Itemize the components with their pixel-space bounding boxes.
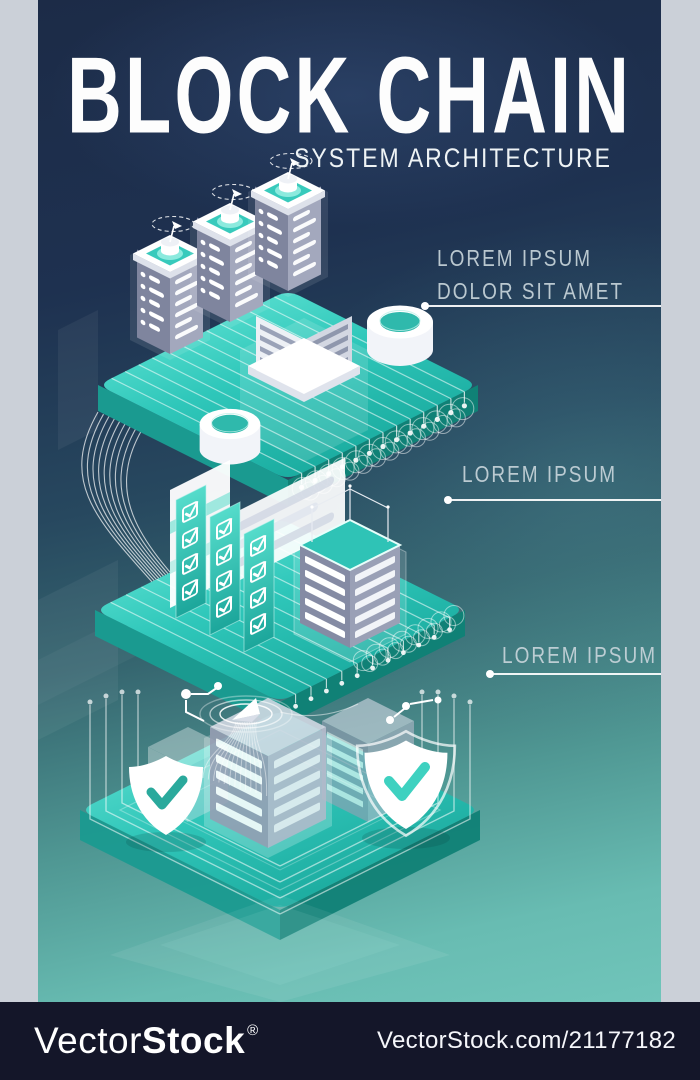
page-margin-left: [0, 0, 38, 1002]
poster-title: BLOCK CHAIN: [67, 35, 632, 157]
leader-line: [421, 302, 661, 310]
annotation-label: LOREM IPSUM DOLOR SIT AMET: [437, 246, 625, 306]
logo-suffix: Stock: [141, 1020, 246, 1061]
annotation-label: LOREM IPSUM: [462, 462, 618, 489]
net-bundle: [352, 605, 465, 672]
node-dots-glyph: [181, 682, 442, 724]
cable-bundle-lines: [81, 411, 202, 608]
reflection: [110, 895, 450, 1002]
server-rack-icon: [293, 484, 407, 663]
page-margin-right: [662, 0, 700, 1002]
shield-check-icon: [355, 729, 457, 849]
poster-subtitle: SYSTEM ARCHITECTURE: [294, 142, 612, 173]
document-stack-icon: [240, 316, 368, 462]
watermark-url: VectorStock.com/21177182: [377, 1027, 676, 1054]
shield-check-icon: [126, 756, 206, 852]
cursor-pointer-icon: [199, 695, 359, 797]
blockchain-isometric-illustration: [38, 152, 480, 1002]
leader-line: [444, 496, 661, 504]
annotation-label: LOREM IPSUM: [502, 643, 658, 670]
poster: BLOCK CHAIN SYSTEM ARCHITECTURE LOREM IP…: [38, 0, 661, 1002]
cursor-stream-lines: [202, 721, 268, 797]
leader-line: [486, 670, 661, 678]
vectorstock-logo: VectorStock®: [34, 1020, 259, 1062]
vectorstock-footer: VectorStock® VectorStock.com/21177182: [0, 1002, 700, 1080]
registered-mark: ®: [247, 1022, 259, 1039]
logo-prefix: Vector: [34, 1020, 142, 1061]
